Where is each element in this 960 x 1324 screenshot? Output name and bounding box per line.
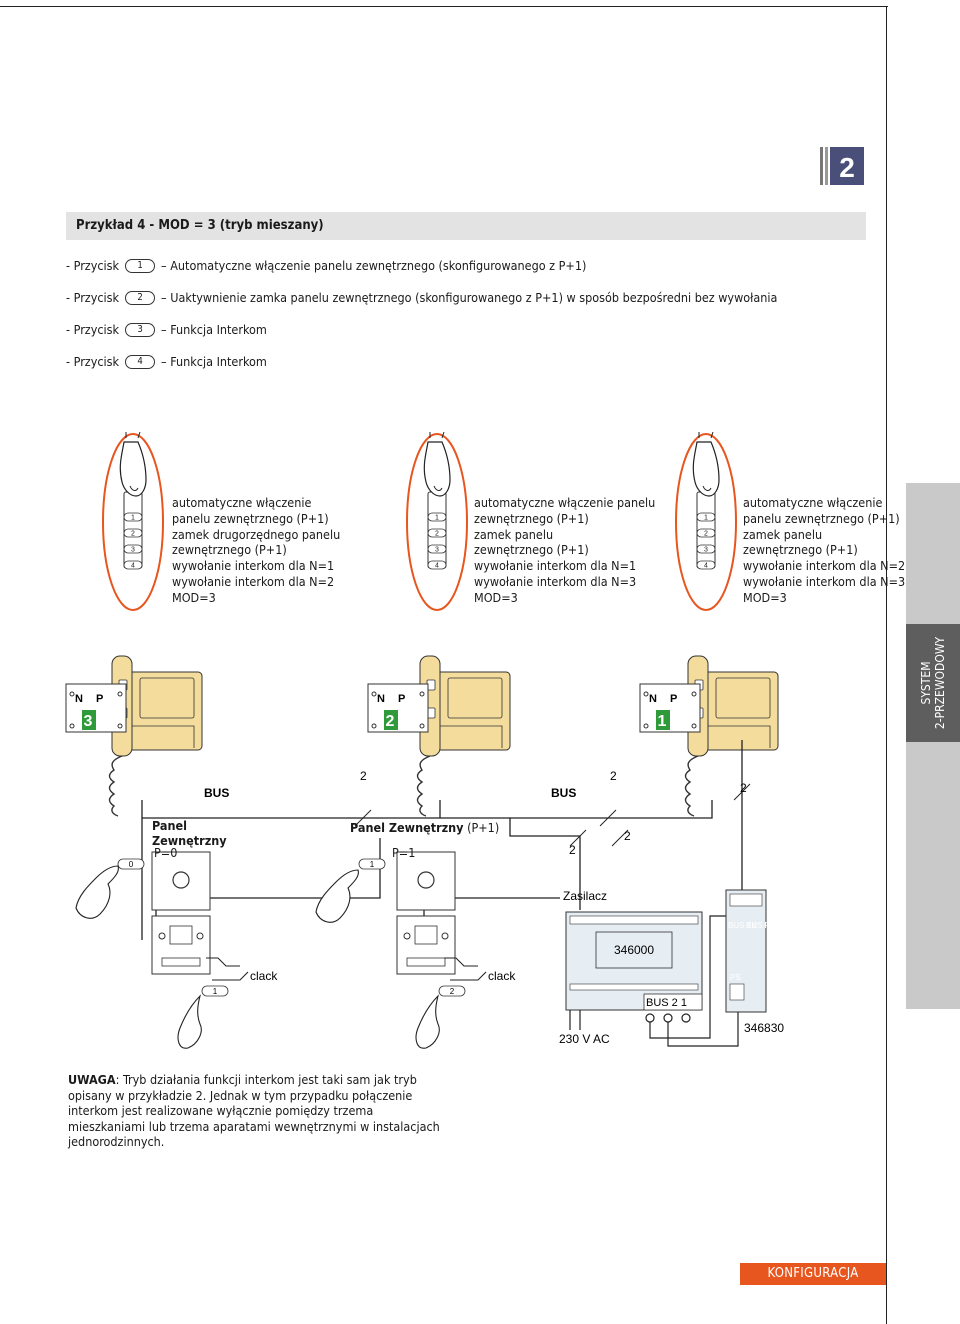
- svg-text:P: P: [398, 693, 405, 705]
- wiring-diagram: N P 3 N P 2 N P 1 BUS BUS 2 2 2 2 2: [65, 655, 784, 1049]
- key-label: 3: [131, 547, 135, 554]
- configurator-1: N P 1: [639, 683, 701, 733]
- section-title: Przykład 4 - MOD = 3 (tryb mieszany): [66, 212, 866, 240]
- svg-text:P: P: [96, 693, 103, 705]
- button-pill: 3: [125, 322, 156, 337]
- key-label: 2: [435, 531, 439, 538]
- legend-text: – Automatyczne włączenie panelu zewnętrz…: [161, 258, 587, 273]
- power-supply-model: 346000: [614, 943, 654, 957]
- panel-button-0: [117, 858, 145, 870]
- svg-text:P: P: [670, 693, 677, 705]
- wire-count-label: 2: [569, 843, 576, 857]
- legend-prefix: - Przycisk: [66, 258, 120, 273]
- button-legend-3: - Przycisk 3 – Funkcja Interkom: [66, 321, 267, 339]
- badge-number: 2: [839, 152, 855, 183]
- keys-1: [123, 512, 143, 570]
- button-pill: 2: [125, 290, 156, 305]
- key-label: 1: [435, 515, 439, 522]
- power-supply-label: Zasilacz: [563, 889, 607, 903]
- power-supply: [565, 911, 703, 1011]
- side-tab-line2: 2-PRZEWODOWY: [933, 636, 947, 730]
- section-footer-tab[interactable]: KONFIGURACJA: [740, 1263, 886, 1285]
- svg-text:3: 3: [84, 713, 93, 730]
- configurator-2: N P 2: [367, 683, 429, 733]
- button-legend-1: - Przycisk 1 – Automatyczne włączenie pane…: [66, 257, 586, 275]
- svg-text:N: N: [649, 693, 657, 705]
- wire-count-label: 2: [740, 781, 747, 795]
- svg-text:1: 1: [213, 987, 218, 996]
- legend-text: – Funkcja Interkom: [161, 354, 267, 369]
- wire-count-label: 2: [360, 769, 367, 783]
- key-label: 3: [435, 547, 439, 554]
- chapter-badge: 2: [820, 147, 864, 185]
- panel-2-address: P=1: [392, 845, 416, 860]
- interface-bus-tk: BUS TK: [728, 921, 757, 930]
- keys-2: [427, 512, 447, 570]
- key-label: 4: [704, 563, 708, 570]
- top-frame-line: [0, 6, 888, 7]
- svg-text:N: N: [377, 693, 385, 705]
- key-label: 2: [704, 531, 708, 538]
- svg-text:1: 1: [370, 860, 375, 869]
- panel-button-1: [358, 858, 386, 870]
- interface-ps: PS: [730, 973, 741, 982]
- mains-label: 230 V AC: [559, 1032, 610, 1046]
- panel-1-title-line1: Panel: [152, 818, 187, 833]
- panel-2-title: Panel Zewnętrzny (P+1): [350, 820, 500, 835]
- interface-module: [725, 889, 767, 1013]
- key-label: 1: [131, 515, 135, 522]
- key-label: 2: [131, 531, 135, 538]
- legend-text: – Uaktywnienie zamka panelu zewnętrznego…: [161, 290, 778, 305]
- legend-prefix: - Przycisk: [66, 354, 120, 369]
- bus-label-1: BUS: [204, 786, 229, 800]
- keys-3: [696, 512, 716, 570]
- side-band: [906, 483, 960, 1009]
- clack-label-2: clack: [488, 969, 516, 983]
- warning-note: UWAGA: Tryb działania funkcji interkom j…: [68, 1072, 440, 1149]
- lock-button-1: [201, 985, 229, 997]
- svg-text:0: 0: [129, 860, 134, 869]
- button-pill: 4: [125, 354, 156, 369]
- legend-prefix: - Przycisk: [66, 290, 120, 305]
- pressing-hand-icon: [75, 865, 440, 1049]
- interface-model: 346830: [744, 1021, 784, 1035]
- right-frame-line: [886, 6, 887, 1324]
- key-label: 1: [704, 515, 708, 522]
- lock-button-2: [438, 985, 466, 997]
- wire-count-label: 2: [610, 769, 617, 783]
- interface-bus-pi: BUS PI: [746, 921, 772, 930]
- clack-label-1: clack: [250, 969, 278, 983]
- outdoor-panel-1: [151, 851, 211, 975]
- svg-text:N: N: [75, 693, 83, 705]
- panel-1-title-line2: Zewnętrzny: [152, 833, 227, 848]
- legend-text: – Funkcja Interkom: [161, 322, 267, 337]
- svg-text:2: 2: [386, 713, 395, 730]
- configurator-3: N P 3: [65, 683, 127, 733]
- button-legend-2: - Przycisk 2 – Uaktywnienie zamka panelu z…: [66, 289, 777, 307]
- button-legend-4: - Przycisk 4 – Funkcja Interkom: [66, 353, 267, 371]
- side-tab: [906, 624, 960, 742]
- wire-count-label: 2: [624, 829, 631, 843]
- panel-1-address: P=0: [154, 845, 178, 860]
- key-label: 4: [435, 563, 439, 570]
- side-tab-line1: SYSTEM: [919, 661, 933, 705]
- power-terminal-labels: BUS 2 1: [646, 997, 687, 1009]
- keypad-illustrations: 1 2 3 4 1 2 3 4 1 2 3 4: [102, 431, 737, 611]
- svg-text:2: 2: [450, 987, 455, 996]
- svg-text:1: 1: [658, 713, 667, 730]
- legend-prefix: - Przycisk: [66, 322, 120, 337]
- button-pill: 1: [125, 258, 156, 273]
- bus-label-2: BUS: [551, 786, 576, 800]
- outdoor-panel-2: [396, 851, 456, 975]
- key-label: 4: [131, 563, 135, 570]
- key-label: 3: [704, 547, 708, 554]
